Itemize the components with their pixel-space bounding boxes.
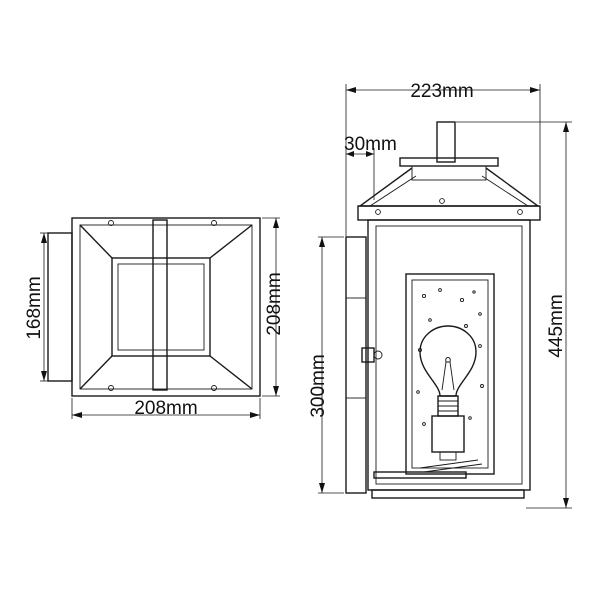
roof-outline [357, 167, 541, 207]
dim-label-445: 445mm [546, 294, 567, 357]
dim-backplate-height: 168mm [24, 232, 52, 382]
lantern-body [367, 219, 531, 491]
dim-label-208-horizontal: 208mm [134, 398, 197, 419]
top-view-inner-window [111, 257, 211, 357]
glass-inner [411, 279, 489, 469]
top-view-outer-square [71, 217, 261, 397]
dim-top-depth: 208mm [262, 217, 285, 397]
dim-overall-height: 445mm [456, 121, 572, 509]
dim-offset: 30mm [344, 134, 397, 200]
dim-fixing-height: 300mm [308, 236, 344, 494]
top-view-inner-frame [117, 263, 205, 351]
screw-icon [108, 220, 114, 226]
top-view [47, 217, 261, 397]
base-bracket [373, 471, 467, 479]
top-view-diagonal [79, 355, 113, 390]
screw-icon [375, 209, 381, 215]
dim-overall-width: 223mm [345, 81, 541, 236]
dim-label-168: 168mm [24, 276, 45, 339]
screw-icon [211, 385, 217, 391]
roof-line [481, 175, 529, 207]
dim-top-width: 208mm [71, 398, 261, 419]
roof-eave [357, 205, 541, 221]
screw-icon [373, 350, 383, 360]
top-view-bevel [79, 224, 253, 390]
dim-label-300: 300mm [308, 354, 329, 417]
glass-panel [405, 273, 495, 475]
bulb-icon [419, 325, 477, 461]
top-view-hanger-bar [152, 219, 168, 391]
screw-icon [439, 198, 445, 204]
screw-icon [211, 220, 217, 226]
top-view-backplate [47, 232, 73, 382]
side-view-backplate [345, 236, 367, 494]
lantern-base [371, 489, 525, 499]
lantern-body-frame [375, 225, 523, 485]
screw-icon [517, 209, 523, 215]
side-view [345, 121, 541, 499]
dim-label-208-vertical: 208mm [264, 272, 285, 335]
top-view-diagonal [209, 224, 253, 259]
screw-icon [108, 385, 114, 391]
glass-bubbles [416, 288, 484, 426]
top-view-diagonal [79, 224, 113, 259]
roof-cap-band [411, 165, 487, 181]
finial-stem [436, 121, 456, 163]
dim-label-30: 30mm [344, 134, 397, 155]
roof-line [369, 175, 417, 207]
top-view-diagonal [209, 355, 253, 390]
wire [419, 459, 483, 473]
dim-label-223: 223mm [410, 81, 473, 102]
